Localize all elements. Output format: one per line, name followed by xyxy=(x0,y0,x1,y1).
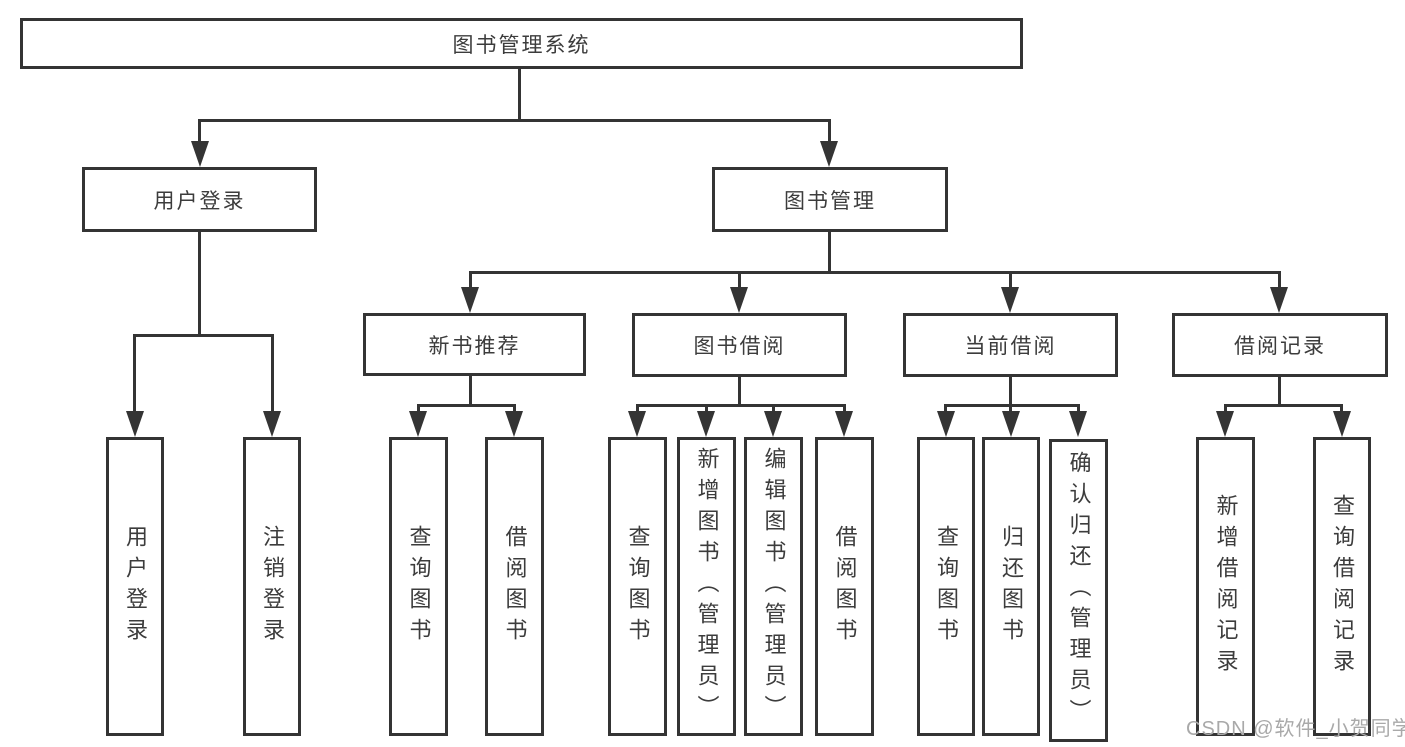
node-library-management-system: 图书管理系统 xyxy=(20,18,1023,69)
arrow-down xyxy=(1270,287,1288,313)
node-current-borrowing: 当前借阅 xyxy=(903,313,1118,377)
node-book-borrowing: 图书借阅 xyxy=(632,313,847,377)
connector-line xyxy=(417,404,420,413)
connector-line xyxy=(1009,377,1012,407)
arrow-down xyxy=(1069,411,1087,437)
leaf-records-query-borrow-record: 查询借阅记录 xyxy=(1313,437,1371,736)
leaf-recommend-query-books: 查询图书 xyxy=(389,437,448,736)
arrow-down xyxy=(764,411,782,437)
connector-line xyxy=(944,404,947,413)
node-borrowing-records: 借阅记录 xyxy=(1172,313,1388,377)
connector-line xyxy=(772,404,775,413)
connector-line xyxy=(133,334,274,337)
connector-line xyxy=(469,271,1281,274)
connector-line xyxy=(738,377,741,407)
connector-line xyxy=(518,68,521,120)
connector-line xyxy=(469,271,472,289)
connector-line xyxy=(843,404,846,413)
node-user-login: 用户登录 xyxy=(82,167,317,232)
node-new-book-recommendation: 新书推荐 xyxy=(363,313,586,376)
node-book-management: 图书管理 xyxy=(712,167,948,232)
leaf-borrowing-query-books: 查询图书 xyxy=(608,437,667,736)
leaf-records-add-borrow-record: 新增借阅记录 xyxy=(1196,437,1255,736)
arrow-down xyxy=(1002,411,1020,437)
arrow-down xyxy=(697,411,715,437)
leaf-current-query-books: 查询图书 xyxy=(917,437,975,736)
arrow-down xyxy=(126,411,144,437)
connector-line xyxy=(828,119,831,144)
arrow-down xyxy=(820,141,838,167)
arrow-down xyxy=(505,411,523,437)
arrow-down xyxy=(1001,287,1019,313)
arrow-down xyxy=(409,411,427,437)
leaf-borrowing-add-books-admin: 新增图书（管理员） xyxy=(677,437,736,736)
connector-line xyxy=(828,232,831,273)
arrow-down xyxy=(1333,411,1351,437)
arrow-down xyxy=(835,411,853,437)
connector-line xyxy=(1224,404,1343,407)
arrow-down xyxy=(191,141,209,167)
connector-line xyxy=(944,404,1080,407)
leaf-borrowing-borrow-books: 借阅图书 xyxy=(815,437,874,736)
connector-line xyxy=(1278,376,1281,407)
connector-line xyxy=(705,404,708,413)
connector-line xyxy=(738,271,741,289)
arrow-down xyxy=(263,411,281,437)
connector-line xyxy=(513,404,516,413)
connector-line xyxy=(271,334,274,413)
leaf-borrowing-edit-books-admin: 编辑图书（管理员） xyxy=(744,437,803,736)
connector-line xyxy=(1077,404,1080,413)
watermark-text: CSDN @软件_小贺同学 xyxy=(1186,718,1405,740)
leaf-logout: 注销登录 xyxy=(243,437,301,736)
leaf-recommend-borrow-books: 借阅图书 xyxy=(485,437,544,736)
connector-line xyxy=(1340,404,1343,413)
arrow-down xyxy=(937,411,955,437)
leaf-user-login: 用户登录 xyxy=(106,437,164,736)
leaf-current-return-books: 归还图书 xyxy=(982,437,1040,736)
connector-line xyxy=(417,404,516,407)
connector-line xyxy=(198,232,201,336)
leaf-current-confirm-return-admin: 确认归还（管理员） xyxy=(1049,439,1108,742)
connector-line xyxy=(469,376,472,407)
connector-line xyxy=(1009,404,1012,413)
arrow-down xyxy=(628,411,646,437)
arrow-down xyxy=(1216,411,1234,437)
connector-line xyxy=(636,404,639,413)
connector-line xyxy=(1009,271,1012,289)
arrow-down xyxy=(461,287,479,313)
arrow-down xyxy=(730,287,748,313)
connector-line xyxy=(198,119,201,144)
connector-line xyxy=(636,404,846,407)
connector-line xyxy=(133,334,136,413)
connector-line xyxy=(1278,271,1281,289)
connector-line xyxy=(198,119,831,122)
connector-line xyxy=(1224,404,1227,413)
